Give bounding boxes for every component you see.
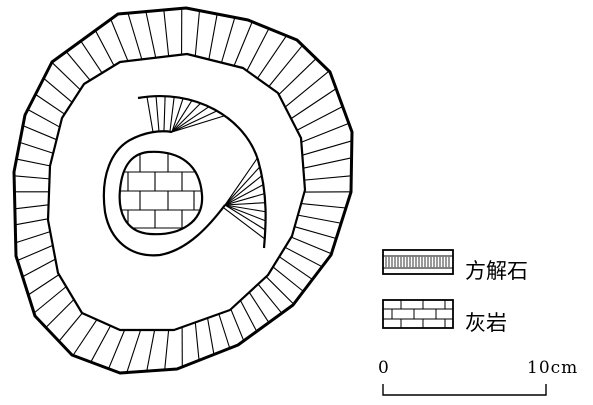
spiral-hatch-line bbox=[155, 96, 160, 132]
limestone-core bbox=[118, 150, 204, 236]
outer-hatch-line bbox=[291, 236, 332, 255]
outer-hatch-line bbox=[302, 140, 353, 156]
spiral-band-radial-hatch bbox=[146, 96, 266, 240]
spiral-hatch-line bbox=[171, 115, 225, 133]
outer-hatch-line bbox=[164, 329, 170, 370]
outer-hatch-line bbox=[257, 283, 283, 314]
outer-hatch-line bbox=[146, 329, 156, 372]
outer-hatch-line bbox=[16, 158, 51, 167]
spiral-hatch-line bbox=[146, 96, 154, 133]
legend-label-calcite: 方解石 bbox=[465, 259, 528, 283]
outer-hatch-line bbox=[17, 244, 54, 262]
outer-band-radial-hatch bbox=[14, 8, 353, 373]
outer-hatch-line bbox=[94, 30, 115, 66]
spiral-hatch-line bbox=[224, 166, 261, 206]
outer-hatch-line bbox=[218, 313, 231, 349]
outer-hatch-line bbox=[110, 19, 129, 62]
spiral-hatch-line bbox=[222, 206, 266, 240]
outer-hatch-line bbox=[19, 141, 54, 154]
outer-hatch-line bbox=[220, 17, 236, 63]
outer-hatch-line bbox=[284, 70, 330, 108]
outer-hatch-line bbox=[27, 109, 60, 128]
outer-hatch-line bbox=[15, 218, 49, 226]
outer-hatch-line bbox=[294, 226, 337, 240]
spiral-hatch-line bbox=[224, 157, 258, 206]
outer-hatch-line bbox=[22, 125, 57, 141]
outer-hatch-line bbox=[108, 329, 126, 369]
outer-hatch-line bbox=[233, 21, 253, 66]
outer-boundary bbox=[12, 6, 354, 375]
outer-hatch-line bbox=[268, 44, 303, 87]
spiral-hatch-line bbox=[171, 98, 184, 133]
spiral-hatch-line bbox=[169, 96, 175, 132]
outer-hatch-line bbox=[230, 309, 245, 342]
outer-hatch-line bbox=[127, 12, 143, 60]
outer-hatch-line bbox=[265, 276, 295, 305]
outer-hatch-line bbox=[65, 51, 91, 81]
outer-hatch-line bbox=[272, 266, 304, 292]
spiral-hatch-line bbox=[224, 184, 264, 206]
spiral-hatch-line bbox=[163, 96, 166, 132]
outer-hatch-line bbox=[278, 256, 313, 280]
outer-hatch-line bbox=[33, 286, 67, 314]
outer-hatch-line bbox=[297, 214, 342, 224]
outer-hatch-line bbox=[15, 231, 51, 244]
outer-hatch-line bbox=[14, 204, 49, 210]
outer-hatch-line bbox=[301, 203, 346, 209]
spiral-hatch-line bbox=[224, 202, 266, 206]
outer-hatch-line bbox=[284, 246, 323, 268]
outer-hatch-line bbox=[163, 9, 170, 57]
legend-swatch-limestone bbox=[382, 299, 454, 329]
outer-hatch-line bbox=[290, 88, 337, 120]
legend-label-limestone: 灰岩 bbox=[465, 311, 507, 335]
outer-band-inner-boundary bbox=[46, 52, 307, 332]
outer-hatch-line bbox=[51, 61, 81, 91]
spiral-hatch-line bbox=[224, 204, 266, 231]
outer-hatch-line bbox=[14, 175, 50, 180]
outer-hatch-line bbox=[246, 28, 270, 72]
outer-hatch-line bbox=[80, 40, 103, 74]
scale-bar-start-label: 0 bbox=[378, 358, 389, 378]
spiral-hatch-line bbox=[171, 102, 201, 133]
outer-hatch-line bbox=[45, 299, 75, 328]
outer-hatch-line bbox=[194, 10, 201, 57]
outer-hatch-line bbox=[43, 77, 73, 103]
outer-hatch-line bbox=[304, 175, 352, 181]
outer-hatch-line bbox=[208, 13, 218, 60]
outer-hatch-line bbox=[239, 300, 258, 332]
spiral-hatch-line bbox=[224, 175, 263, 206]
outer-hatch-line bbox=[90, 325, 112, 363]
scale-bar bbox=[382, 384, 547, 396]
spiral-band-outer-arc bbox=[137, 95, 267, 249]
outer-hatch-line bbox=[126, 329, 142, 373]
outer-hatch-line bbox=[303, 157, 352, 169]
outer-hatch-line bbox=[22, 258, 56, 278]
outer-hatch-line bbox=[194, 322, 200, 361]
spiral-hatch-line bbox=[224, 204, 266, 222]
outer-hatch-line bbox=[248, 291, 270, 323]
outer-hatch-line bbox=[207, 317, 215, 355]
outer-hatch-line bbox=[278, 58, 317, 95]
spiral-hatch-line bbox=[224, 193, 265, 206]
spiral-band-inner-line bbox=[102, 130, 226, 257]
legend-swatch-calcite bbox=[382, 249, 454, 275]
outer-hatch-line bbox=[58, 312, 83, 342]
outer-hatch-line bbox=[35, 93, 65, 115]
spiral-hatch-line bbox=[171, 110, 218, 133]
outer-hatch-line bbox=[28, 274, 60, 296]
outer-hatch-line bbox=[72, 319, 98, 356]
outer-hatch-line bbox=[257, 35, 287, 79]
spiral-hatch-line bbox=[224, 204, 266, 213]
outer-hatch-line bbox=[145, 11, 157, 58]
outer-hatch-line bbox=[301, 122, 350, 143]
scale-bar-end-label: 10cm bbox=[527, 358, 579, 378]
spiral-hatch-line bbox=[171, 106, 210, 133]
spiral-hatch-line bbox=[171, 100, 193, 133]
outer-hatch-line bbox=[296, 105, 343, 131]
